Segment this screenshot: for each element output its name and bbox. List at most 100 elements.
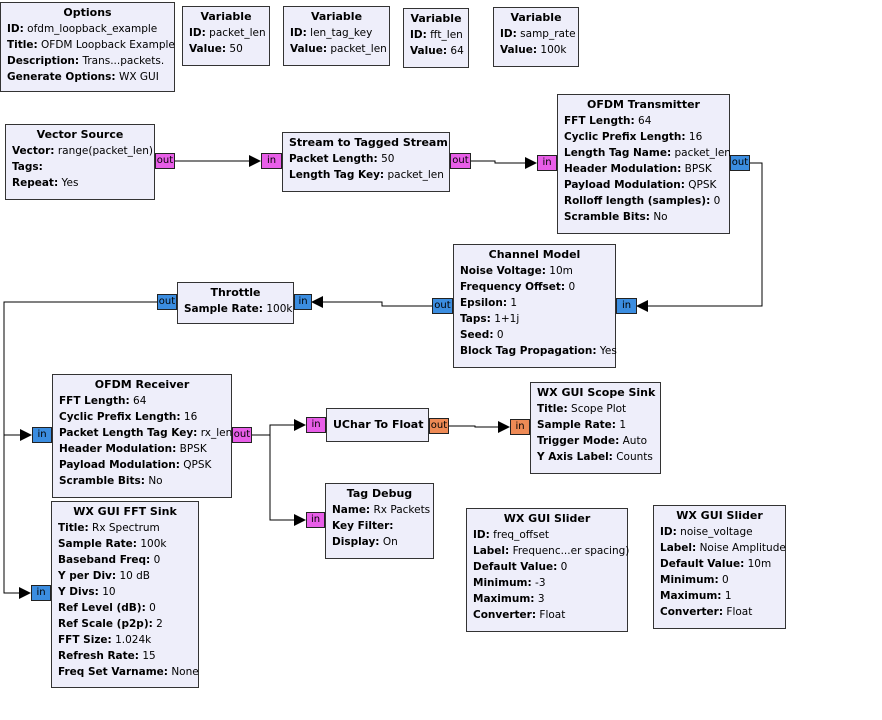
param-value: 10m [747, 558, 772, 570]
block-title: OFDM Receiver [94, 378, 190, 391]
param-row: Value: 50 [189, 41, 263, 57]
param-row: ID: freq_offset [473, 527, 621, 543]
param-label: Scramble Bits: [59, 475, 145, 487]
param-row: Length Tag Name: packet_len [564, 145, 731, 161]
stream-to-tagged-out-port[interactable]: out [450, 153, 471, 169]
param-row: Title: Rx Spectrum [58, 520, 192, 536]
param-label: Label: [473, 545, 510, 557]
param-label: ID: [7, 23, 24, 35]
stream-to-tagged-in-port[interactable]: in [261, 153, 282, 169]
param-value: 64 [133, 395, 147, 407]
param-value: 15 [142, 650, 156, 662]
param-value: WX GUI [118, 71, 159, 83]
param-value: 3 [537, 593, 545, 605]
param-value: packet_len [209, 27, 266, 39]
param-label: Label: [660, 542, 697, 554]
param-label: Minimum: [473, 577, 532, 589]
wire-uchar-to-scope [449, 421, 510, 433]
param-value: 1 [510, 297, 518, 309]
param-row: Key Filter: [332, 518, 427, 534]
ofdm-rx-out-port[interactable]: out [232, 427, 252, 443]
param-value: 100k [540, 44, 567, 56]
throttle-in-port[interactable]: in [294, 294, 312, 310]
param-value: None [171, 666, 199, 678]
param-label: ID: [410, 29, 427, 41]
param-row: Repeat: Yes [12, 175, 148, 191]
param-value: 2 [156, 618, 163, 630]
param-label: Key Filter: [332, 520, 394, 532]
channel-model-in-port[interactable]: in [616, 298, 637, 314]
tag-debug-in-port[interactable]: in [306, 512, 325, 528]
param-value: noise_voltage [680, 526, 753, 538]
wire-rx-to-uchar [252, 419, 306, 436]
param-value: Float [726, 606, 753, 618]
param-row: Generate Options: WX GUI [7, 69, 168, 85]
param-row: ID: fft_len [410, 27, 463, 43]
param-value: Yes [61, 177, 79, 189]
param-label: Sample Rate: [184, 303, 263, 315]
block-title: Variable [310, 10, 363, 23]
param-value: -3 [535, 577, 546, 589]
param-label: Value: [290, 43, 328, 55]
ofdm-tx-out-port[interactable]: out [730, 155, 750, 171]
param-value: ofdm_loopback_example [27, 23, 158, 35]
channel-model-out-port[interactable]: out [432, 298, 453, 314]
throttle-out-port[interactable]: out [157, 294, 177, 310]
block-title: Stream to Tagged Stream [289, 136, 448, 149]
block-title: OFDM Transmitter [587, 98, 700, 111]
param-value: len_tag_key [310, 27, 373, 39]
uchar-to-float-block[interactable]: UChar To Float [326, 408, 429, 442]
param-row: Cyclic Prefix Length: 16 [59, 409, 225, 425]
param-row: Seed: 0 [460, 327, 609, 343]
fft-sink-in-port[interactable]: in [31, 585, 51, 601]
param-row: Payload Modulation: QPSK [59, 457, 225, 473]
block-title: WX GUI Slider [503, 512, 591, 525]
param-value: 64 [638, 115, 652, 127]
param-row: Freq Set Varname: None [58, 664, 199, 680]
ofdm-tx-in-port[interactable]: in [537, 155, 557, 171]
vector-source-out-port[interactable]: out [155, 153, 175, 169]
param-label: Cyclic Prefix Length: [564, 131, 686, 143]
wire-tx-to-channel [636, 162, 763, 312]
uchar-to-float-out-port[interactable]: out [429, 418, 449, 434]
param-row: Baseband Freq: 0 [58, 552, 192, 568]
ofdm-rx-in-port[interactable]: in [32, 427, 52, 443]
param-value: packet_len [674, 147, 731, 159]
param-value: 10 dB [119, 570, 151, 582]
param-value: 50 [381, 153, 395, 165]
param-value: rx_len [200, 427, 233, 439]
wire-channel-to-throttle [311, 296, 432, 308]
param-label: Ref Level (dB): [58, 602, 146, 614]
param-value: samp_rate [520, 28, 576, 40]
param-label: Noise Voltage: [460, 265, 546, 277]
param-row: Value: 100k [500, 42, 572, 58]
scope-sink-in-port[interactable]: in [510, 419, 530, 435]
param-row: Payload Modulation: QPSK [564, 177, 723, 193]
uchar-to-float-in-port[interactable]: in [306, 417, 326, 433]
param-value: QPSK [183, 459, 212, 471]
block-title: Variable [510, 11, 562, 24]
param-row: Taps: 1+1j [460, 311, 609, 327]
param-label: Default Value: [473, 561, 558, 573]
param-value: Auto [622, 435, 648, 447]
param-row: Refresh Rate: 15 [58, 648, 192, 664]
block-title: UChar To Float [333, 418, 424, 431]
param-label: Tags: [12, 161, 43, 173]
